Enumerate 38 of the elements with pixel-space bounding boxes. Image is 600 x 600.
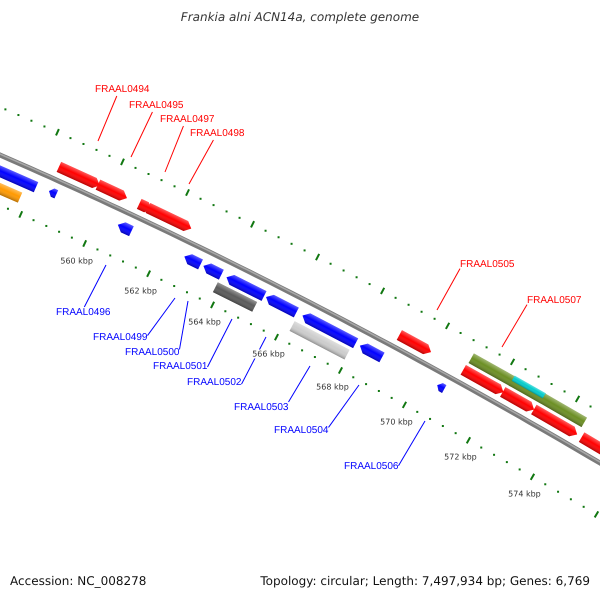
- leader-line: [206, 318, 232, 368]
- gene-label: FRAAL0506: [344, 461, 398, 473]
- leader-line: [164, 126, 184, 172]
- leader-line: [188, 140, 214, 184]
- scale-label: 572 kbp: [443, 452, 478, 462]
- scale-label: 574 kbp: [507, 489, 542, 498]
- leader-line: [146, 298, 176, 336]
- leader-line: [84, 264, 106, 308]
- gene-label: FRAAL0496: [56, 307, 110, 319]
- gene-label: FRAAL0500: [125, 347, 180, 359]
- gene-label: FRAAL0504: [274, 425, 328, 437]
- leader-line: [328, 384, 360, 428]
- leader-line: [288, 366, 310, 402]
- scale-label: 568 kbp: [315, 382, 350, 392]
- scale-label: 562 kbp: [123, 286, 158, 296]
- gene-label: FRAAL0501: [153, 361, 208, 373]
- gene-label: FRAAL0502: [187, 377, 242, 389]
- gene-label: FRAAL0505: [460, 259, 514, 271]
- gene-label: FRAAL0495: [129, 100, 184, 112]
- leader-line: [398, 420, 426, 466]
- accession-text: Accession: NC_008278: [10, 574, 146, 588]
- leader-line: [130, 112, 153, 158]
- scale-label: 560 kbp: [59, 256, 94, 266]
- leader-line: [98, 96, 118, 142]
- gene-label: FRAAL0497: [160, 114, 214, 126]
- leader-line: [436, 268, 460, 310]
- leader-line: [502, 304, 528, 348]
- gene-label: FRAAL0507: [527, 295, 582, 307]
- scale-label: 566 kbp: [251, 350, 286, 359]
- title: Frankia alni ACN14a, complete genome: [180, 10, 420, 24]
- gene-label: FRAAL0494: [95, 84, 150, 96]
- scale-label: 570 kbp: [379, 417, 414, 426]
- scale-label: 564 kbp: [187, 317, 222, 326]
- gene-label: FRAAL0503: [234, 402, 288, 414]
- leader-line: [178, 300, 188, 350]
- genome-stats-text: Topology: circular; Length: 7,497,934 bp; Genes: 6,769: [260, 574, 590, 588]
- gene-label: FRAAL0498: [190, 128, 244, 140]
- gene-label: FRAAL0499: [93, 332, 148, 344]
